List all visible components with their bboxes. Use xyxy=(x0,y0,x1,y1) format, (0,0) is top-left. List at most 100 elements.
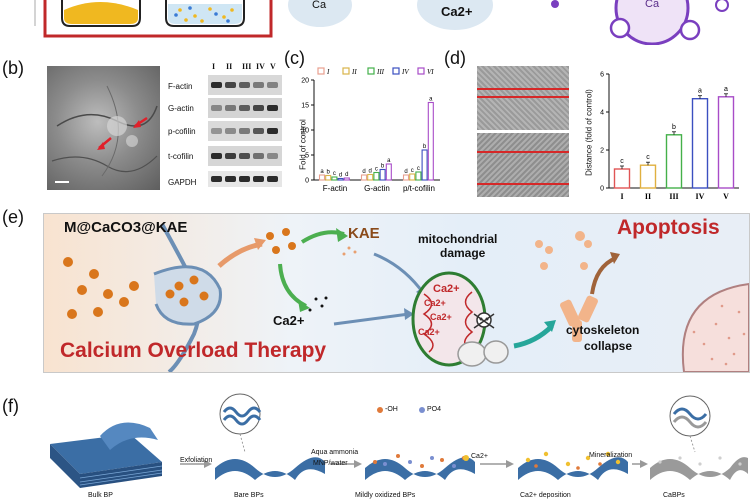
chart-d-sig-letter: c xyxy=(646,154,650,161)
chart-d-sig-letter: a xyxy=(698,88,702,95)
therapy-title: Calcium Overload Therapy xyxy=(60,339,327,362)
bottom-label-cabp: CaBPs xyxy=(663,492,685,499)
chart-c-bar xyxy=(421,149,428,181)
chart-c-bar xyxy=(325,174,332,181)
chart-d-y-tick-label: 4 xyxy=(600,110,604,117)
chart-d-x-tick-label: IV xyxy=(696,192,705,201)
chart-c-y-tick-label: 5 xyxy=(305,153,309,160)
mito-ca-label: Ca2+ xyxy=(433,283,460,295)
chart-c-legend-label: III xyxy=(376,68,385,76)
lane-label: II xyxy=(226,62,233,71)
chart-c-y-tick-label: 15 xyxy=(301,103,309,110)
mito-ca-label: Ca2+ xyxy=(424,298,446,308)
chart-c-sig-letter: d xyxy=(362,169,365,175)
top-strip: Ca Ca2+ Ca xyxy=(0,0,750,46)
western-blot xyxy=(208,75,282,187)
chart-c-sig-letter: c xyxy=(333,171,336,177)
chart-d-x-tick-label: III xyxy=(669,192,678,201)
po4-legend-dot xyxy=(419,407,425,413)
chart-c-legend-swatch xyxy=(317,67,325,75)
chart-d-sig-letter: b xyxy=(672,124,676,131)
bottom-label-bulk: Bulk BP xyxy=(88,492,113,499)
chart-c-x-tick-label: F-actin xyxy=(323,184,347,193)
band-label: p-cofilin xyxy=(168,127,196,136)
chart-c-sig-letter: c xyxy=(411,168,414,174)
ca-legend-dot xyxy=(463,455,469,461)
chart-c-legend-label: II xyxy=(351,68,357,76)
panel-e-graphic xyxy=(63,223,750,374)
chart-c-sig-letter: a xyxy=(320,169,324,175)
chart-c-bar xyxy=(415,171,422,181)
red-frame xyxy=(43,0,273,38)
chart-c-sig-letter: d xyxy=(339,173,342,179)
lane-label: I xyxy=(212,62,216,71)
arrow-to-mito xyxy=(373,252,426,295)
chart-c-bar xyxy=(343,177,350,181)
chart-d-x-tick-label: II xyxy=(645,192,651,201)
chart-c-sig-letter: a xyxy=(387,158,391,164)
step-ca: Ca2+ xyxy=(471,453,488,460)
chart-c-y-tick-label: 10 xyxy=(301,128,309,135)
chart-d-y-tick-label: 0 xyxy=(600,186,604,193)
chart-c-legend-swatch xyxy=(392,67,400,75)
ca-deposition-sheet xyxy=(518,457,628,480)
oh-legend-dot xyxy=(377,407,383,413)
panel-e-box xyxy=(43,213,750,374)
apoptotic-cell xyxy=(681,282,750,373)
chart-c-sig-letter: d xyxy=(369,169,372,175)
oxidized-bp-sheet xyxy=(365,457,475,480)
panel-f-label: (f) xyxy=(2,396,19,416)
ca-ion-label: Ca2+ xyxy=(273,313,305,328)
ion-label-1: Ca xyxy=(312,0,327,11)
cytoskeleton-label: cytoskeleton xyxy=(566,323,640,337)
arrow-out xyxy=(217,241,263,268)
lane-label: IV xyxy=(256,62,265,71)
chart-c-sig-letter: c xyxy=(375,167,378,173)
bottom-label-bare: Bare BPs xyxy=(234,492,264,499)
bare-bp-sheet xyxy=(215,457,325,480)
blue-liquid xyxy=(168,4,242,24)
scratch-image-top xyxy=(477,66,569,130)
chart-c-bar xyxy=(402,174,410,181)
chart-c-bar xyxy=(318,174,326,181)
legend-po4: PO4 xyxy=(427,406,442,413)
chart-c-bar xyxy=(337,177,344,181)
brown-arrow xyxy=(590,256,617,295)
bottom-label-deposition: Ca2+ deposition xyxy=(520,492,571,499)
nanoparticle-title: M@CaCO3@KAE xyxy=(64,219,188,236)
teal-arrow xyxy=(513,324,554,349)
panel-e-label: (e) xyxy=(2,207,24,227)
chart-c-sig-letter: d xyxy=(345,172,348,178)
band-label: F-actin xyxy=(168,82,193,91)
chart-d-sig-letter: a xyxy=(724,86,728,93)
mito-label-1: mitochondrial xyxy=(418,232,498,246)
bottom-label-oxidized: Mildly oxidized BPs xyxy=(355,492,416,499)
scratch-image-bottom xyxy=(477,133,569,197)
purple-cell xyxy=(614,0,690,46)
mito-label-2: damage xyxy=(440,246,486,260)
chart-c-bar xyxy=(373,171,380,181)
bulk-bp-stack xyxy=(50,422,163,488)
lane-label: III xyxy=(242,62,252,71)
ion-label-2: Ca2+ xyxy=(441,4,473,19)
chart-c-bar xyxy=(367,173,374,181)
step-aqua-ammonia: Aqua ammonia xyxy=(311,449,359,456)
ion-label-3: Ca xyxy=(645,0,660,10)
step-mineralization: Mineralization xyxy=(589,452,633,459)
kae-label: KAE xyxy=(348,225,380,242)
chart-c-bar xyxy=(385,163,392,181)
chart-c-legend-swatch xyxy=(367,67,375,75)
collapse-label: collapse xyxy=(584,339,633,353)
endosome xyxy=(153,265,222,326)
chart-c-ylabel: Fold of control xyxy=(298,119,308,170)
chart-d-bar xyxy=(613,168,631,189)
cabp-sheet xyxy=(650,457,748,480)
microscopy-image xyxy=(47,66,160,190)
chart-c-sig-letter: c xyxy=(417,166,420,172)
chart-c-sig-letter: d xyxy=(404,169,407,175)
yellow-liquid xyxy=(64,2,138,24)
chart-c-x-tick-label: G-actin xyxy=(364,184,390,193)
chart-d-x-tick-label: I xyxy=(620,192,623,201)
chart-d-y-tick-label: 6 xyxy=(600,72,604,79)
